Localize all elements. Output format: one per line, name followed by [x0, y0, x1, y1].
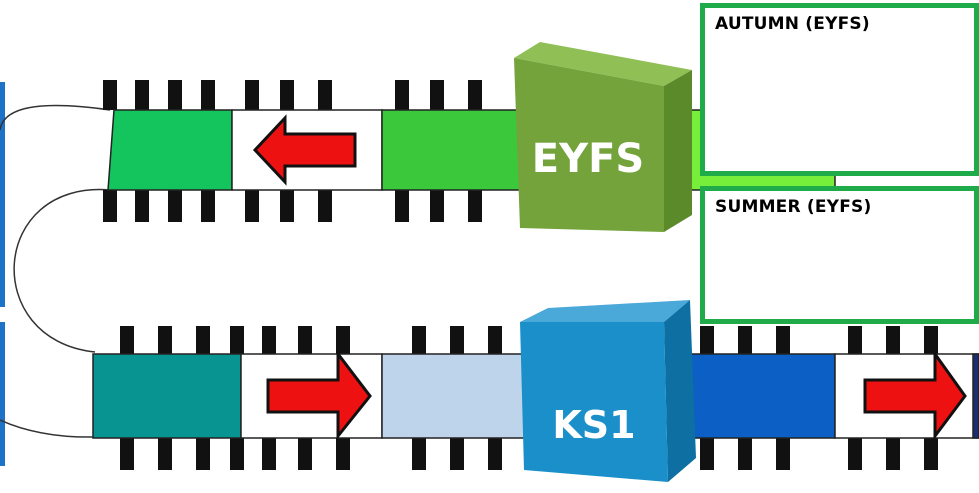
summer-eyfs-title: SUMMER (EYFS) [715, 197, 872, 217]
arrow-right-1 [266, 349, 372, 441]
segment-top-1 [107, 109, 233, 191]
arrow-right-2 [863, 349, 967, 441]
eyfs-block-front [514, 58, 664, 232]
autumn-eyfs-box[interactable]: AUTUMN (EYFS) [700, 3, 979, 176]
ks1-block-front [520, 322, 668, 482]
segment-bottom-3 [381, 353, 528, 439]
side-bar-bottom [0, 322, 5, 466]
track-curve-bottom [0, 419, 96, 438]
ks1-block-top [520, 300, 690, 322]
segment-bottom-1 [92, 353, 242, 439]
eyfs-label: EYFS [532, 136, 644, 182]
track-curve-middle [13, 188, 111, 353]
autumn-eyfs-title: AUTUMN (EYFS) [715, 14, 870, 34]
eyfs-block: EYFS [514, 42, 692, 232]
track-bottom-row [92, 353, 979, 439]
track-curve-left [0, 104, 111, 131]
ks1-label: KS1 [552, 403, 635, 447]
summer-eyfs-box[interactable]: SUMMER (EYFS) [700, 186, 979, 324]
segment-top-3 [381, 109, 523, 191]
side-bar-top [0, 82, 5, 307]
ks1-block: KS1 [520, 300, 696, 482]
arrow-left [252, 114, 357, 186]
ks1-block-side [664, 300, 696, 482]
segment-bottom-end [972, 353, 979, 439]
sleepers-bottom-row [120, 326, 938, 470]
sleepers-top-row [103, 80, 482, 222]
eyfs-block-side [664, 70, 692, 232]
eyfs-block-top [514, 42, 692, 86]
segment-bottom-4 [686, 353, 836, 439]
